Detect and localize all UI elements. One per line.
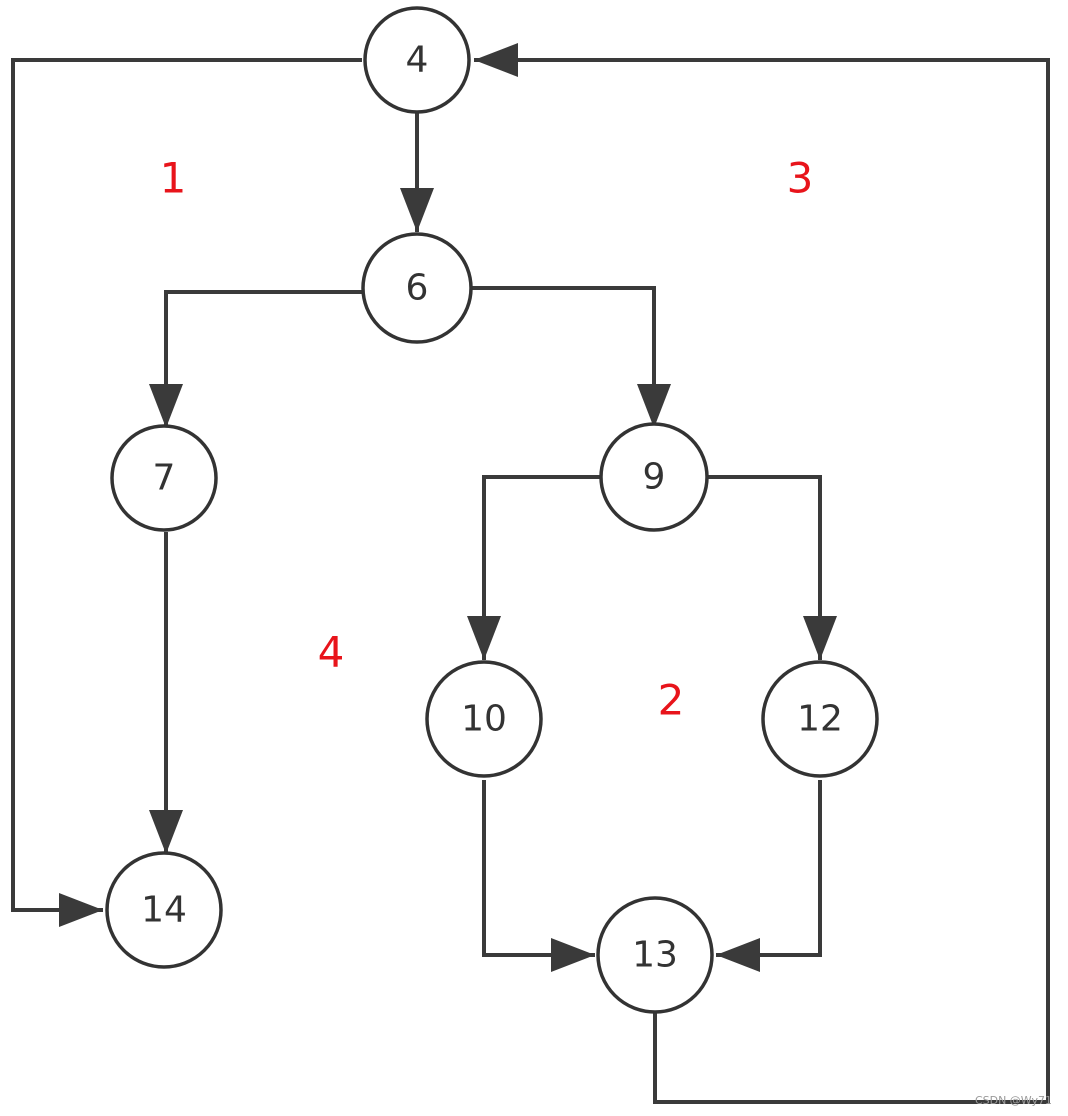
region-labels: 1 2 3 4 [160, 154, 814, 725]
node-6: 6 [361, 232, 473, 344]
edge-9-to-10 [467, 475, 601, 660]
node-14: 14 [105, 851, 223, 969]
edge-6-to-7 [149, 290, 362, 428]
region-label-4: 4 [318, 628, 345, 677]
edge-13-to-4 [474, 43, 1050, 1104]
node-12-label: 12 [797, 699, 843, 740]
region-label-3: 3 [787, 154, 814, 203]
nodes: 4 6 7 9 10 12 [105, 6, 879, 1014]
edge-10-to-13 [482, 780, 595, 972]
node-7: 7 [110, 424, 218, 532]
node-4: 4 [363, 6, 471, 114]
edge-4-to-14 [11, 58, 362, 927]
node-12: 12 [761, 660, 879, 778]
edge-6-to-9 [472, 286, 671, 428]
node-10: 10 [425, 660, 543, 778]
edge-12-to-13 [716, 780, 822, 972]
node-9-label: 9 [643, 457, 666, 498]
node-13-label: 13 [632, 935, 678, 976]
node-6-label: 6 [406, 268, 429, 309]
edges [11, 43, 1050, 1104]
node-4-label: 4 [406, 40, 429, 81]
region-label-1: 1 [160, 154, 187, 203]
node-10-label: 10 [461, 699, 507, 740]
region-label-2: 2 [658, 676, 685, 725]
node-14-label: 14 [141, 890, 187, 931]
node-13: 13 [596, 896, 714, 1014]
edge-9-to-12 [707, 475, 837, 660]
node-7-label: 7 [153, 458, 176, 499]
watermark: CSDN @Wy71 [975, 1094, 1052, 1107]
node-9: 9 [599, 422, 709, 532]
